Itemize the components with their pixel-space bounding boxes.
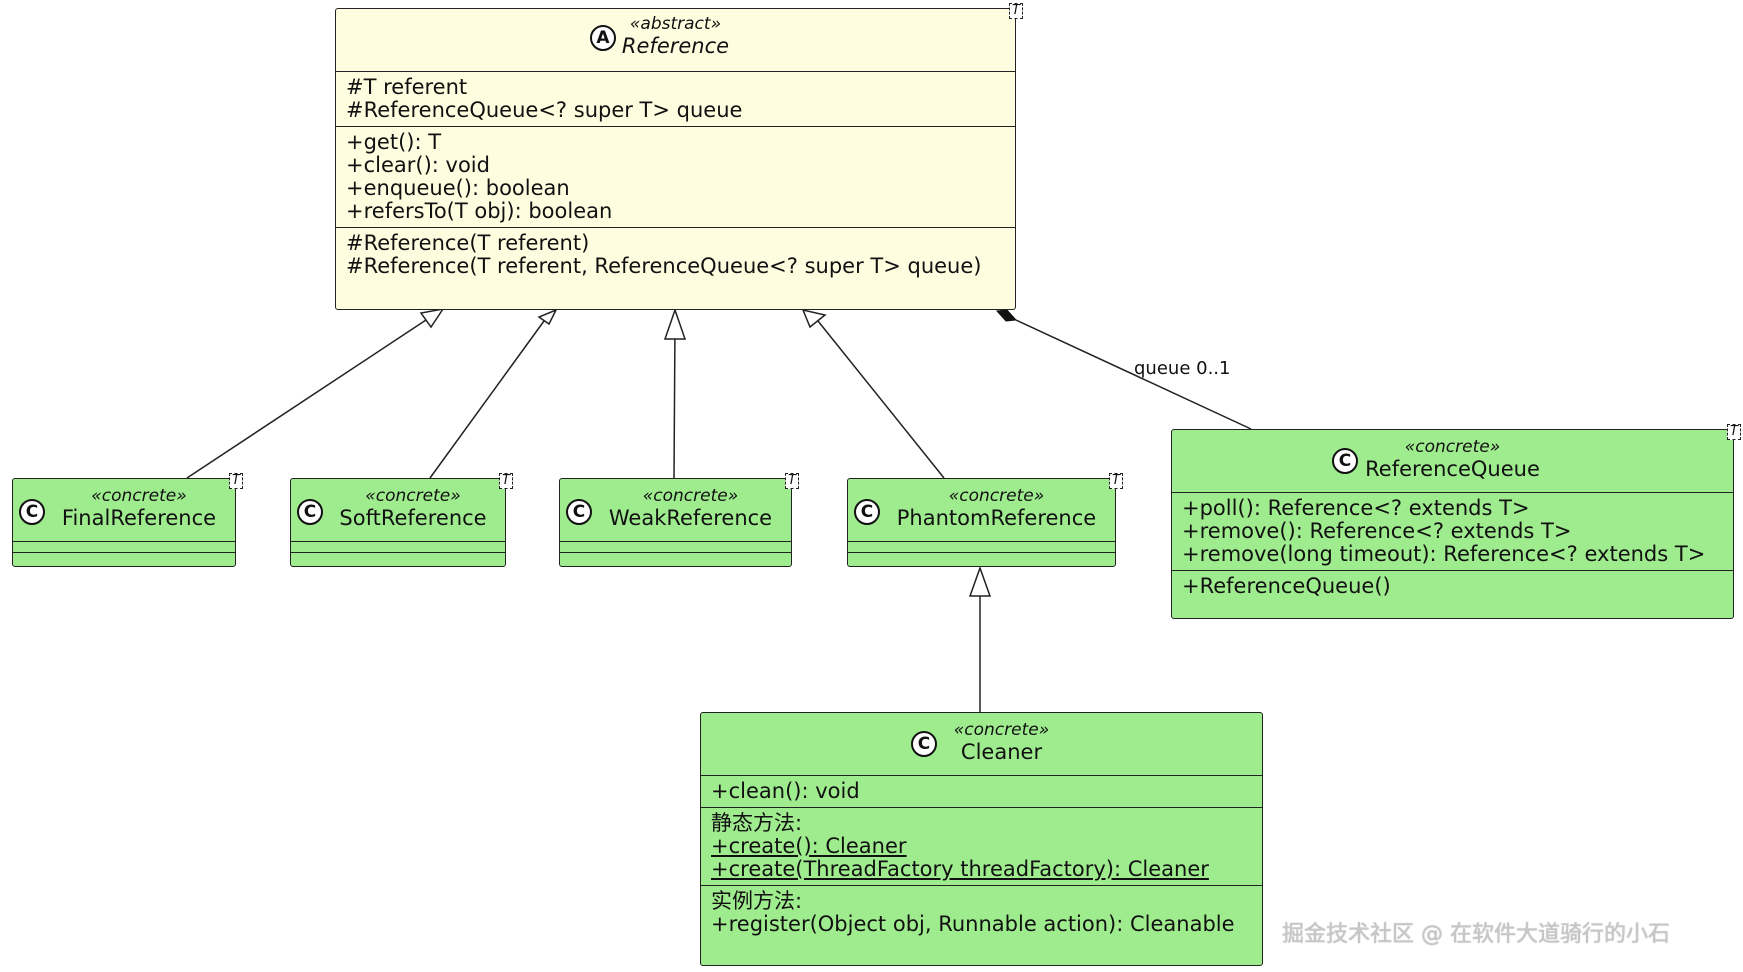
method: +poll(): Reference<? extends T> [1182, 496, 1530, 520]
type-parameter: T [1727, 424, 1741, 440]
class-badge-icon: C [566, 499, 592, 525]
fields-section [848, 541, 1115, 552]
inheritance-arrow-weak [663, 307, 687, 340]
constructor: +ReferenceQueue() [1182, 574, 1391, 598]
methods-section [291, 552, 505, 563]
constructors-section: +ReferenceQueue() [1172, 570, 1733, 602]
stereotype: «concrete» [365, 486, 461, 506]
fields-section [13, 541, 235, 552]
constructor: #Reference(T referent) [346, 231, 590, 255]
type-parameter: T [1109, 473, 1123, 489]
edge-weak-to-reference [673, 321, 676, 479]
methods-section [560, 552, 791, 563]
type-parameter: T [785, 473, 799, 489]
class-name: FinalReference [61, 506, 217, 530]
inheritance-arrow-cleaner [968, 565, 992, 597]
method: +refersTo(T obj): boolean [346, 199, 613, 223]
edge-soft-to-reference [429, 320, 545, 479]
method: +clear(): void [346, 153, 490, 177]
class-final-reference[interactable]: C «concrete» FinalReference T [12, 473, 243, 567]
static-method: +create(): Cleaner [711, 834, 907, 858]
method: +enqueue(): boolean [346, 176, 570, 200]
class-name: PhantomReference [896, 506, 1097, 530]
inheritance-arrow-soft [537, 308, 558, 326]
inheritance-arrow-final [419, 307, 445, 329]
methods-section: +clean(): void [701, 775, 1262, 807]
stereotype: «concrete» [1404, 437, 1501, 457]
constructor: #Reference(T referent, ReferenceQueue<? … [346, 254, 982, 278]
class-cleaner[interactable]: C «concrete» Cleaner +clean(): void 静态方法… [700, 712, 1263, 966]
fields-section: #T referent #ReferenceQueue<? super T> q… [336, 71, 1015, 126]
class-header: C «concrete» SoftReference T [291, 473, 513, 541]
composition-diamond [995, 309, 1018, 322]
instance-methods-section: 实例方法: +register(Object obj, Runnable act… [701, 885, 1262, 940]
type-parameter: T [499, 473, 513, 489]
watermark: 掘金技术社区 @ 在软件大道骑行的小石 [1282, 922, 1670, 947]
abstract-badge-icon: A [590, 25, 616, 51]
class-phantom-reference[interactable]: C «concrete» PhantomReference T [847, 473, 1123, 567]
class-badge-icon: C [911, 731, 937, 757]
method: +clean(): void [711, 779, 860, 803]
stereotype: «concrete» [91, 486, 187, 506]
stereotype: «concrete» [953, 720, 1050, 740]
class-header: C «concrete» FinalReference T [13, 473, 243, 541]
class-badge-icon: C [854, 499, 880, 525]
class-name: Reference [621, 34, 730, 58]
methods-section [848, 552, 1115, 563]
composition-label: queue 0..1 [1134, 358, 1231, 379]
method: +remove(long timeout): Reference<? exten… [1182, 542, 1706, 566]
class-header: C «concrete» Cleaner [701, 713, 1262, 775]
stereotype: «concrete» [642, 486, 739, 506]
static-method: +create(ThreadFactory threadFactory): Cl… [711, 857, 1209, 881]
section-label: 实例方法: [711, 889, 803, 913]
methods-section [13, 552, 235, 563]
class-header: C «concrete» ReferenceQueue T [1172, 424, 1741, 492]
method: +get(): T [346, 130, 442, 154]
static-methods-section: 静态方法: +create(): Cleaner +create(ThreadF… [701, 807, 1262, 885]
section-label: 静态方法: [711, 811, 803, 835]
stereotype: «concrete» [948, 486, 1045, 506]
methods-section: +get(): T +clear(): void +enqueue(): boo… [336, 126, 1015, 227]
type-parameter: T [1009, 3, 1023, 19]
inheritance-arrow-phantom [801, 308, 827, 329]
type-parameter: T [229, 473, 243, 489]
class-name: ReferenceQueue [1365, 457, 1540, 481]
edge-final-to-reference [186, 319, 427, 479]
class-header: A «abstract» Reference T [336, 3, 1023, 71]
edge-phantom-to-reference [817, 320, 945, 479]
class-name: Cleaner [960, 740, 1043, 764]
class-header: C «concrete» WeakReference T [560, 473, 799, 541]
class-reference[interactable]: A «abstract» Reference T #T referent #Re… [335, 3, 1023, 310]
stereotype: «abstract» [629, 14, 722, 34]
class-name: WeakReference [608, 506, 773, 530]
field: #ReferenceQueue<? super T> queue [346, 98, 743, 122]
constructors-section: #Reference(T referent) #Reference(T refe… [336, 227, 1015, 282]
field: #T referent [346, 75, 468, 99]
class-reference-queue[interactable]: C «concrete» ReferenceQueue T +poll(): R… [1171, 424, 1741, 619]
instance-method: +register(Object obj, Runnable action): … [711, 912, 1235, 936]
class-badge-icon: C [1332, 448, 1358, 474]
class-soft-reference[interactable]: C «concrete» SoftReference T [290, 473, 513, 567]
methods-section: +poll(): Reference<? extends T> +remove(… [1172, 492, 1733, 570]
class-header: C «concrete» PhantomReference T [848, 473, 1123, 541]
class-weak-reference[interactable]: C «concrete» WeakReference T [559, 473, 799, 567]
class-name: SoftReference [339, 506, 487, 530]
fields-section [560, 541, 791, 552]
method: +remove(): Reference<? extends T> [1182, 519, 1572, 543]
class-badge-icon: C [19, 499, 45, 525]
fields-section [291, 541, 505, 552]
class-badge-icon: C [297, 499, 323, 525]
